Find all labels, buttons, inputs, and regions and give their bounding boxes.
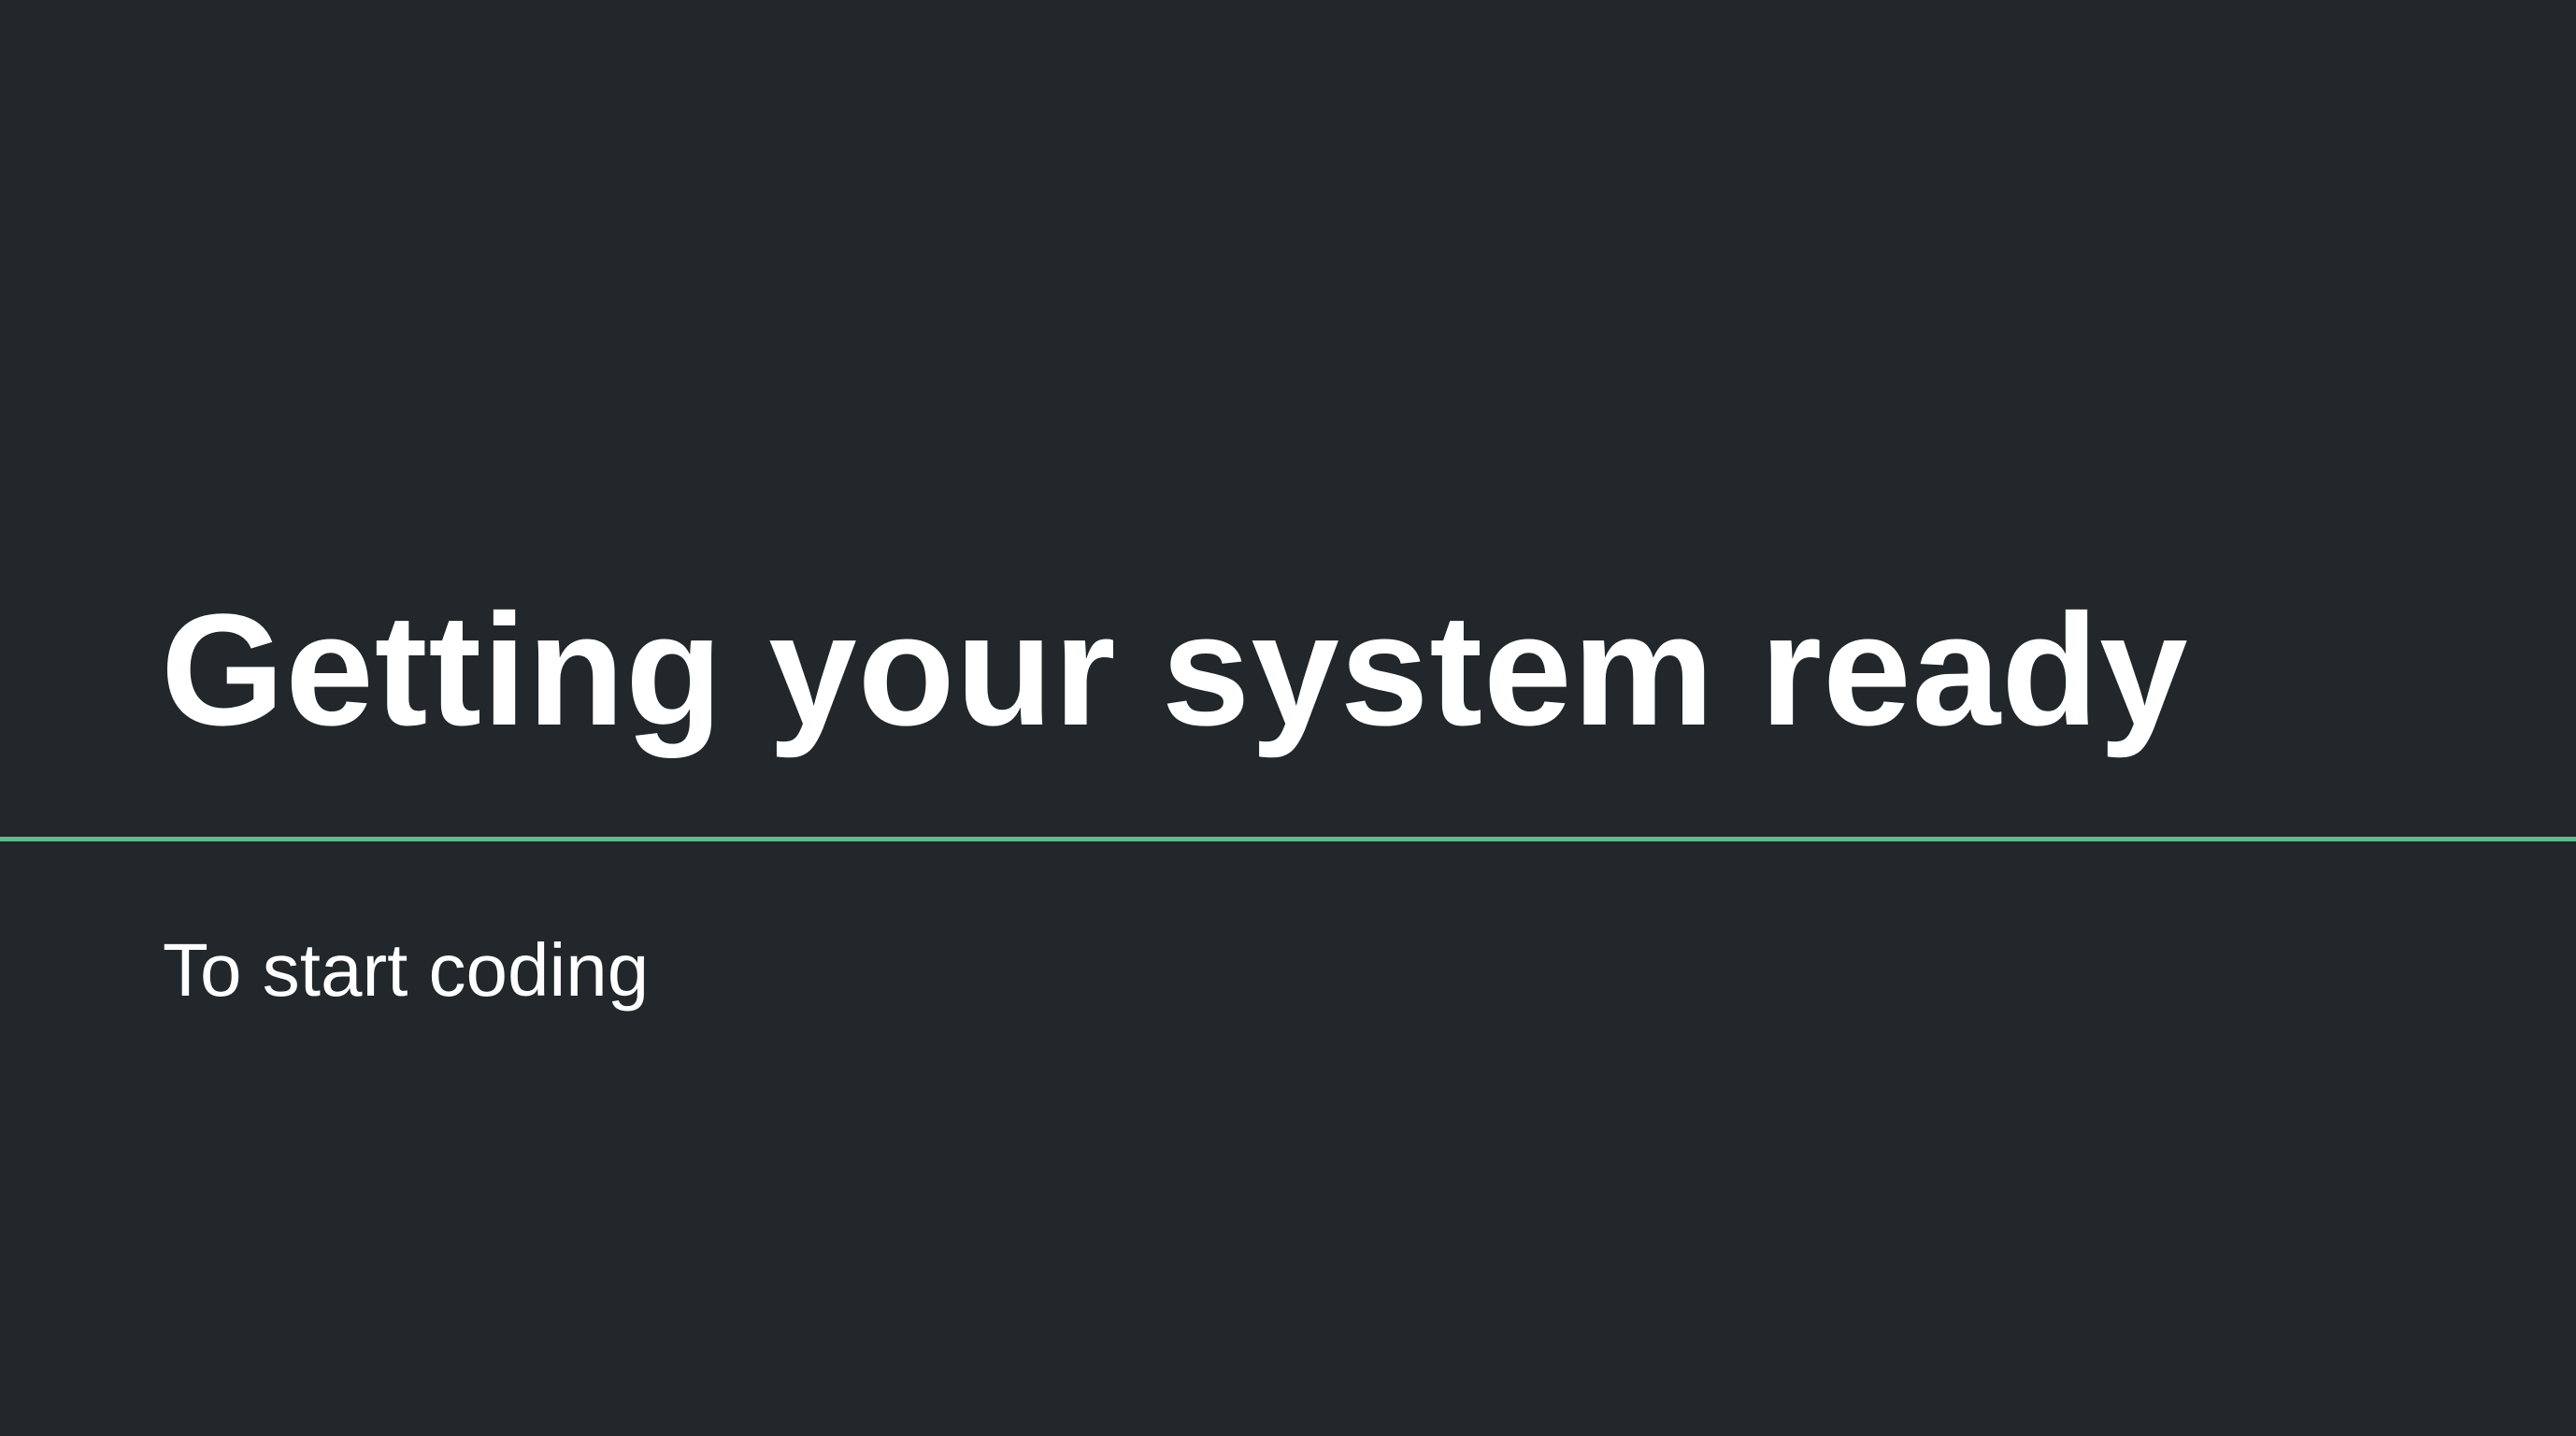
slide-subtitle: To start coding xyxy=(163,928,650,1012)
accent-divider xyxy=(0,837,2576,841)
slide-title: Getting your system ready xyxy=(161,582,2189,759)
